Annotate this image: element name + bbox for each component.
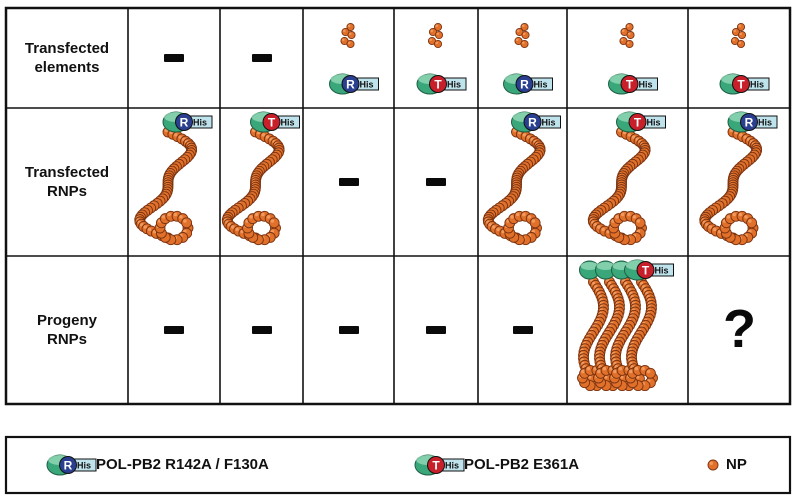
mutant-letter: T (432, 458, 440, 472)
np-bead (746, 217, 758, 229)
np-bead (433, 39, 443, 49)
polymerase-r-icon: His R (727, 111, 778, 133)
np-bead (737, 30, 747, 40)
mutant-letter: T (737, 77, 745, 91)
his-tag-label: His (758, 118, 772, 128)
his-tag: His (536, 115, 561, 129)
free-np-cluster (427, 22, 444, 49)
his-tag-label: His (193, 118, 207, 128)
polymerase-t-icon: His T (416, 73, 467, 95)
rnp-complex: His T (587, 111, 666, 246)
polymerase-t-icon: His T (719, 73, 770, 95)
absent-dash (512, 326, 533, 334)
np-bead (347, 30, 356, 40)
rnp-complex: His R (699, 111, 778, 246)
table-border (4, 6, 792, 406)
absent-dash (251, 54, 272, 62)
np-bead (521, 30, 530, 40)
his-tag-label: His (77, 461, 91, 471)
polymerase-r-icon: His R (511, 111, 561, 133)
mutant-letter: R (745, 115, 754, 129)
unknown-result: ? (723, 299, 756, 359)
rnp-complex: His T (221, 111, 300, 246)
his-tag-label: His (359, 80, 373, 90)
np-bead (707, 459, 719, 471)
np-bead (736, 39, 746, 49)
mutant-letter: R (528, 115, 537, 129)
np-bead (520, 39, 529, 49)
np-bead (625, 39, 634, 49)
np-bead (626, 30, 635, 40)
his-tag-label: His (445, 461, 459, 471)
absent-dash (164, 54, 184, 62)
polymerase-r-icon: His R (162, 111, 213, 133)
his-tag-label: His (280, 118, 294, 128)
polymerase-t-icon: His T (616, 111, 666, 133)
polymerase-t-icon: His T (608, 73, 658, 95)
mutant-letter: T (626, 77, 634, 91)
his-tag-label: His (533, 80, 547, 90)
legend-border (4, 435, 792, 495)
polymerase-r-icon: His R (329, 73, 379, 95)
np-bead (181, 217, 193, 229)
np-bead (529, 217, 541, 229)
free-np-cluster (619, 22, 635, 49)
polymerase-t-icon: His T (250, 111, 300, 133)
absent-dash (164, 326, 184, 334)
rnp-complex: His R (482, 111, 561, 246)
polymerase-r-icon: His R (46, 454, 97, 476)
legend-np-icon (707, 459, 719, 471)
free-np-cluster (340, 22, 356, 49)
np-bead (644, 367, 656, 379)
mutant-letter: R (180, 115, 189, 129)
mutant-letter: T (634, 115, 642, 129)
his-tag: His (744, 77, 770, 91)
mutant-letter: R (64, 458, 73, 472)
polymerase-r-icon: His R (503, 73, 553, 95)
free-np-cluster (514, 22, 530, 49)
his-tag: His (187, 115, 213, 129)
np-bead (268, 217, 280, 229)
his-tag-label: His (646, 118, 660, 128)
rnp-complex: His R (134, 111, 213, 246)
np-bead (434, 30, 444, 40)
legend-t-label: POL-PB2 E361A (464, 456, 580, 473)
np-bead (634, 217, 646, 229)
mutant-letter: T (434, 77, 442, 91)
his-tag-label: His (541, 118, 555, 128)
absent-dash (338, 326, 359, 334)
absent-dash (426, 178, 446, 186)
his-tag-label: His (638, 80, 652, 90)
mutant-letter: T (268, 115, 276, 129)
mutant-letter: T (642, 263, 650, 277)
legend-r-label: POL-PB2 R142A / F130A (96, 456, 269, 473)
mutant-letter: R (520, 77, 529, 91)
his-tag-label: His (750, 80, 764, 90)
absent-dash (426, 326, 446, 334)
absent-dash (338, 178, 359, 186)
np-bead (346, 39, 355, 49)
mutant-letter: R (346, 77, 355, 91)
free-np-cluster (730, 22, 747, 49)
his-tag-label: His (447, 80, 461, 90)
absent-dash (251, 326, 272, 334)
polymerase-t-icon: His T (414, 454, 465, 476)
polymerase-t-icon: His T (624, 259, 674, 281)
legend-np-label: NP (726, 456, 747, 473)
progeny-rnp-cluster: His T (577, 259, 674, 392)
his-tag-label: His (654, 266, 668, 276)
polymerase-t-icon (595, 260, 616, 280)
